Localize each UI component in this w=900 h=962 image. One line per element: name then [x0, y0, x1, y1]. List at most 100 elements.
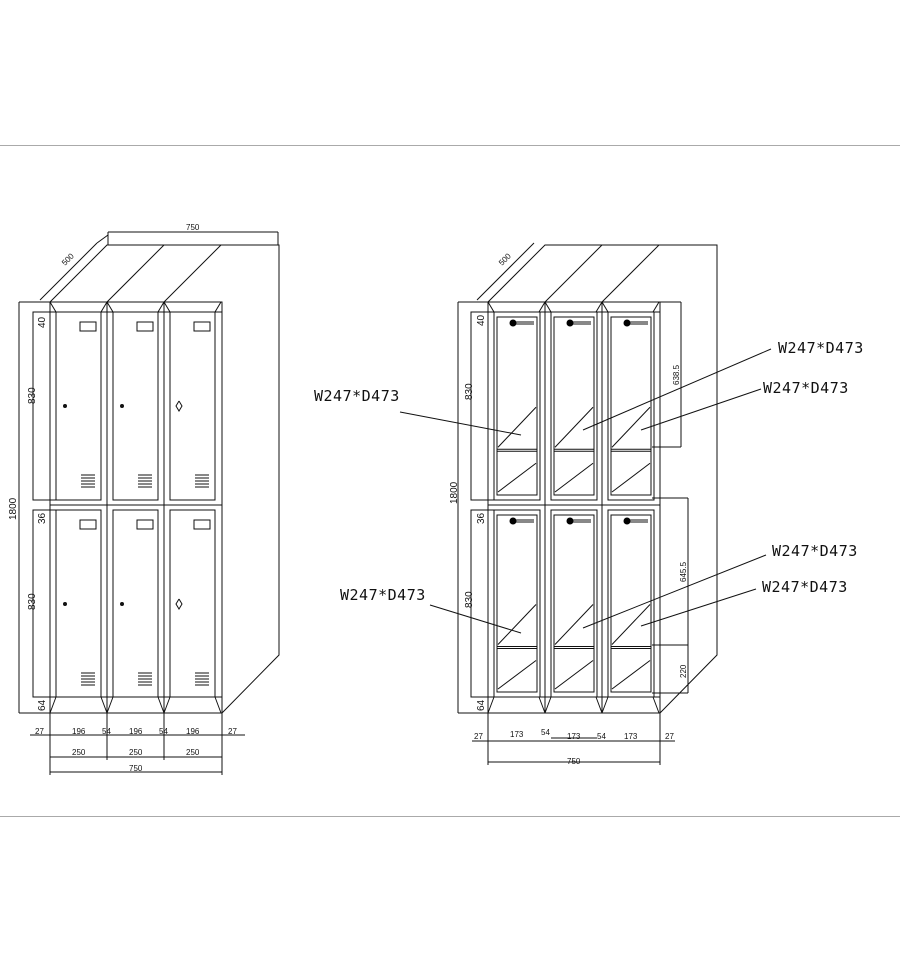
dim-box — [32, 311, 57, 501]
coat-hook-icon — [509, 517, 517, 525]
dim-height: 1800 — [8, 497, 19, 520]
plinth-bevel — [652, 696, 660, 714]
top-divider — [163, 244, 222, 303]
dim-rbottom-0: 27 — [474, 732, 483, 741]
compartment — [493, 311, 541, 501]
name-plate-icon — [136, 321, 154, 332]
dim-box — [32, 509, 57, 698]
locker-door — [55, 509, 102, 698]
cornice-bevel — [49, 301, 57, 313]
handle-lock-icon — [175, 598, 183, 610]
glass-hatch — [611, 462, 651, 493]
dim-bottom-2: 54 — [102, 727, 111, 736]
glass-hatch — [497, 660, 537, 690]
dim-top-gap-right: 40 — [476, 314, 487, 326]
glass-hatch — [497, 604, 537, 645]
compartment-inner — [496, 316, 538, 496]
compartment-label-4: W247*D473 — [340, 586, 426, 604]
compartment-inner — [610, 316, 652, 496]
top-divider — [544, 244, 603, 303]
cornice-bevel — [487, 301, 495, 313]
plinth-bevel — [100, 696, 108, 714]
locker-door — [112, 311, 159, 501]
dim-rbottom-1: 173 — [510, 730, 524, 739]
name-plate-icon — [193, 321, 211, 332]
dim-line — [39, 242, 98, 301]
compartment-label-1: W247*D473 — [314, 387, 400, 405]
plinth-bevel — [601, 696, 609, 714]
coat-hook-icon — [566, 319, 574, 327]
cornice-bevel — [538, 301, 546, 313]
top-border-line — [0, 145, 900, 146]
keyhole-icon — [120, 602, 124, 606]
compartment — [550, 509, 598, 698]
dim-depth-right: 500 — [497, 251, 513, 267]
ext — [96, 234, 109, 244]
locker-door — [169, 509, 216, 698]
compartment-label-6: W247*D473 — [762, 578, 848, 596]
dim-lower-right: 830 — [464, 591, 475, 608]
compartment-label-3: W247*D473 — [763, 379, 849, 397]
coat-hook-icon — [623, 319, 631, 327]
dim-mid-gap: 36 — [37, 512, 48, 524]
dim-bottom-4: 54 — [159, 727, 168, 736]
dim-bottom-6: 27 — [228, 727, 237, 736]
name-plate-icon — [79, 519, 97, 530]
coat-hook-icon — [509, 319, 517, 327]
cornice-bevel — [601, 301, 609, 313]
glass-hatch — [497, 462, 537, 493]
coat-hook-icon — [623, 517, 631, 525]
dim-upper-inner: 638.5 — [672, 364, 681, 385]
dim-rbottom-4: 54 — [597, 732, 606, 741]
glass-hatch — [554, 462, 594, 493]
dim-total-width: 750 — [129, 764, 143, 773]
name-plate-icon — [136, 519, 154, 530]
dim-upper-right: 830 — [464, 383, 475, 400]
compartment-inner — [553, 514, 595, 693]
plinth-bevel — [487, 696, 495, 714]
compartment-label-5: W247*D473 — [772, 542, 858, 560]
coat-hook-icon — [566, 517, 574, 525]
dim-bottom-5: 196 — [186, 727, 200, 736]
plinth-bevel — [106, 696, 114, 714]
leader-line — [582, 348, 772, 431]
glass-hatch — [611, 406, 651, 448]
glass-hatch — [554, 604, 594, 645]
locker-door — [169, 311, 216, 501]
plinth-bevel — [595, 696, 603, 714]
name-plate-icon — [79, 321, 97, 332]
dim-upper-door: 830 — [27, 387, 38, 404]
leader-line — [399, 411, 522, 436]
cornice-bevel — [106, 301, 114, 313]
dim-col-1: 250 — [129, 748, 143, 757]
dim-box — [470, 509, 495, 698]
cabinet-top-side — [487, 244, 718, 714]
dim-rbottom-6: 27 — [665, 732, 674, 741]
cornice-bevel — [163, 301, 171, 313]
handle-lock-icon — [175, 400, 183, 412]
compartment — [607, 509, 655, 698]
dim-rbottom-3: 173 — [567, 732, 581, 741]
top-divider — [106, 244, 165, 303]
dim-width-top: 750 — [186, 223, 200, 232]
bottom-border-line — [0, 816, 900, 817]
plinth-bevel — [157, 696, 165, 714]
dim-rbottom-5: 173 — [624, 732, 638, 741]
dim-bottom-0: 27 — [35, 727, 44, 736]
dim-base: 64 — [37, 699, 48, 711]
cabinet-front — [49, 301, 223, 714]
compartment-label-2: W247*D473 — [778, 339, 864, 357]
dim-col-0: 250 — [72, 748, 86, 757]
dim-box — [470, 311, 495, 501]
dim-bottom-3: 196 — [129, 727, 143, 736]
glass-hatch — [554, 406, 594, 448]
plinth-bevel — [163, 696, 171, 714]
cornice-bevel — [595, 301, 603, 313]
dim-total-width-right: 750 — [567, 757, 581, 766]
plinth-bevel — [214, 696, 222, 714]
compartment-inner — [610, 514, 652, 693]
cornice-bevel — [100, 301, 108, 313]
compartment-inner — [553, 316, 595, 496]
leader-line — [640, 588, 757, 627]
plinth-bevel — [49, 696, 57, 714]
